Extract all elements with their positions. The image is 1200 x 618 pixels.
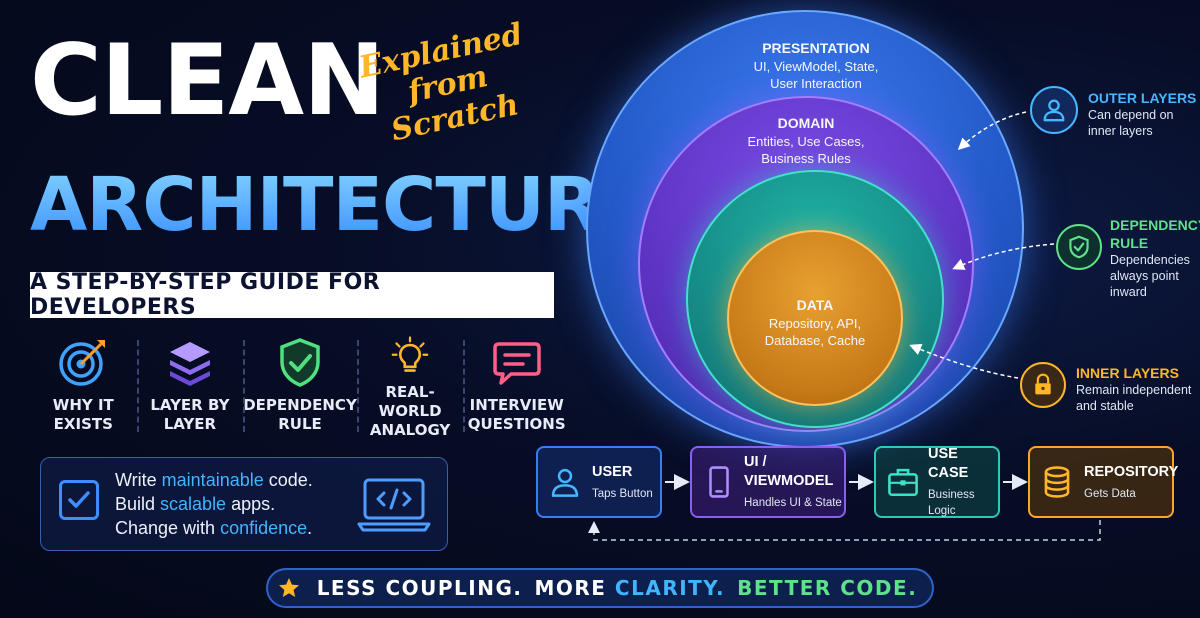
promo-line-1: Write maintainable code. (115, 470, 313, 490)
banner-part-2: MORE CLARITY. (534, 576, 726, 600)
flow-ui-text: UI / VIEWMODEL Handles UI & State (744, 453, 844, 511)
promo-line-3: Change with confidence. (115, 518, 313, 538)
dependency-line-2: always point (1110, 269, 1179, 283)
outer-layers-line-1: Can depend on (1088, 108, 1174, 122)
promo-line-2: Build scalable apps. (115, 494, 276, 514)
feature-real-world-analogy: REAL-WORLD ANALOGY (356, 336, 464, 440)
flow-use-case-text: USE CASE Business Logic (928, 445, 998, 519)
domain-label: DOMAIN Entities, Use Cases, Business Rul… (686, 115, 926, 167)
inner-layers-arrow (909, 343, 1019, 379)
banner-part-3: BETTER CODE. (737, 576, 918, 600)
presentation-line-2: User Interaction (770, 76, 862, 91)
promo-box: Write maintainable code. Build scalable … (40, 457, 448, 551)
outer-layers-title: OUTER LAYERS (1088, 90, 1197, 106)
briefcase-icon (888, 468, 918, 497)
presentation-title: PRESENTATION (762, 40, 870, 56)
subtitle-banner: A STEP-BY-STEP GUIDE FOR DEVELOPERS (30, 270, 554, 320)
flow-repository-text: REPOSITORY Gets Data (1084, 463, 1178, 502)
title-clean: CLEAN (30, 24, 385, 138)
inner-layers-line-2: and stable (1076, 399, 1134, 413)
title-architecture: ARCHITECTURE (30, 162, 650, 248)
layers-icon (169, 342, 210, 386)
shield-check-icon (1056, 224, 1102, 270)
flow-user-title: USER (592, 463, 633, 480)
domain-title: DOMAIN (777, 115, 835, 131)
bottom-banner: LESS COUPLING. MORE CLARITY. BETTER CODE… (266, 568, 934, 608)
outer-layers-line-2: inner layers (1088, 124, 1153, 138)
data-title: DATA (796, 297, 834, 313)
flow-use-case: USE CASE Business Logic (874, 446, 1000, 518)
presentation-line-1: UI, ViewModel, State, (753, 59, 879, 74)
data-line-2: Database, Cache (764, 333, 866, 348)
flow-use-case-sub: Business Logic (928, 489, 975, 517)
flow-user: USER Taps Button (536, 446, 662, 518)
feature-label: LAYER BY LAYER (150, 396, 230, 433)
chat-icon (492, 342, 541, 385)
promo-text: Write maintainable code. Build scalable … (115, 468, 313, 540)
user-icon (1030, 86, 1078, 134)
domain-line-2: Business Rules (761, 151, 851, 166)
dependency-rule-note: DEPENDENCY RULE Dependencies always poin… (1110, 216, 1200, 300)
feature-label: WHY IT EXISTS (52, 396, 114, 433)
outer-layers-arrow (957, 111, 1027, 151)
checkbox-icon (59, 480, 99, 520)
flow-ui-sub: Handles UI & State (744, 497, 842, 509)
flow-ui-viewmodel: UI / VIEWMODEL Handles UI & State (690, 446, 846, 518)
feature-interview-questions: INTERVIEW QUESTIONS (463, 336, 570, 440)
feature-dependency-rule: DEPENDENCY RULE (243, 336, 357, 440)
shield-check-icon (280, 338, 320, 387)
banner-part-1: LESS COUPLING. (316, 576, 523, 600)
phone-icon (709, 466, 729, 498)
return-arrow (588, 520, 1101, 541)
feature-label: REAL-WORLD ANALOGY (369, 383, 451, 439)
inner-layers-line-1: Remain independent (1076, 383, 1192, 397)
dependency-line-3: inward (1110, 285, 1147, 299)
data-line-1: Repository, API, (768, 316, 862, 331)
flow-repository: REPOSITORY Gets Data (1028, 446, 1178, 518)
feature-why-it-exists: WHY IT EXISTS (30, 336, 137, 440)
database-icon (1044, 466, 1070, 498)
dependency-line-1: Dependencies (1110, 253, 1190, 267)
flow-user-text: USER Taps Button (592, 463, 653, 502)
inner-layers-note: INNER LAYERS Remain independent and stab… (1076, 364, 1191, 414)
target-icon (59, 340, 106, 386)
flow-use-case-title: USE CASE (928, 446, 969, 481)
flow-repository-title: REPOSITORY (1084, 463, 1179, 480)
lock-icon (1020, 362, 1066, 408)
lightbulb-icon (391, 336, 429, 372)
domain-line-1: Entities, Use Cases, (747, 134, 865, 149)
dependency-title-2: RULE (1110, 235, 1149, 251)
feature-label: DEPENDENCY RULE (243, 396, 357, 433)
outer-layers-note: OUTER LAYERS Can depend on inner layers (1088, 89, 1196, 139)
flow-user-sub: Taps Button (592, 487, 653, 500)
dependency-rule-arrow (952, 243, 1055, 270)
user-icon (551, 468, 579, 497)
feature-layer-by-layer: LAYER BY LAYER (136, 336, 244, 440)
data-core-circle (727, 230, 903, 406)
feature-label: INTERVIEW QUESTIONS (467, 396, 566, 433)
feature-row: WHY IT EXISTS LAYER BY LAYER DEPENDENCY … (30, 336, 570, 440)
data-label: DATA Repository, API, Database, Cache (695, 297, 935, 349)
laptop-code-icon (357, 478, 431, 532)
flow-ui-title: UI / VIEWMODEL (744, 454, 834, 489)
dependency-title-1: DEPENDENCY (1110, 217, 1200, 233)
flow-repository-sub: Gets Data (1084, 487, 1136, 500)
presentation-label: PRESENTATION UI, ViewModel, State, User … (696, 40, 936, 92)
inner-layers-title: INNER LAYERS (1076, 365, 1179, 381)
star-icon (278, 578, 299, 597)
